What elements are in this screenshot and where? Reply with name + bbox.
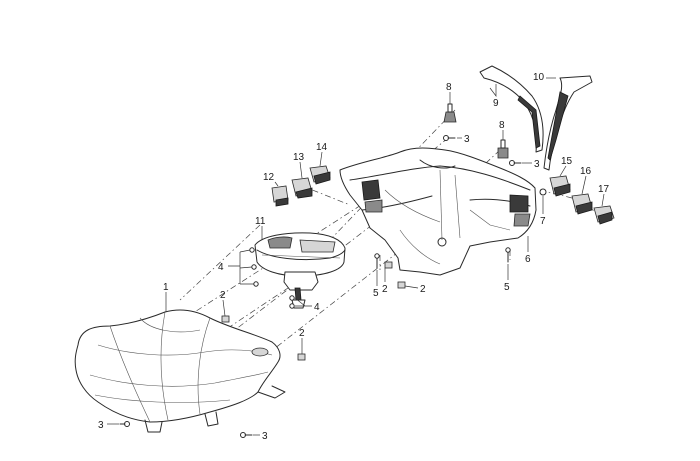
label-part-8a: 8: [446, 82, 452, 93]
label-part-3a: 3: [464, 134, 470, 145]
side-trim-right: [543, 75, 593, 171]
label-part-3d: 3: [262, 431, 268, 442]
label-part-4b: 4: [314, 302, 320, 313]
label-part-15: 15: [561, 156, 573, 167]
label-part-14: 14: [316, 142, 328, 153]
switch-12: [271, 185, 289, 207]
label-part-2a: 2: [220, 290, 226, 301]
rear-handlebar-housing: [339, 147, 537, 276]
label-part-2d: 2: [420, 284, 426, 295]
label-part-17: 17: [598, 184, 610, 195]
clip-8a: [443, 103, 457, 123]
side-trim-left: [479, 65, 544, 153]
clip-8b: [497, 139, 509, 159]
label-part-3c: 3: [98, 420, 104, 431]
label-part-10: 10: [533, 72, 545, 83]
label-part-5a: 5: [373, 288, 379, 299]
label-part-2b: 2: [299, 328, 305, 339]
fasteners: [119, 135, 547, 438]
label-part-6: 6: [525, 254, 531, 265]
switch-14: [309, 165, 331, 185]
label-part-2c: 2: [382, 284, 388, 295]
label-part-12: 12: [263, 172, 275, 183]
label-part-11: 11: [255, 216, 266, 227]
switch-17: [593, 205, 615, 225]
label-part-8b: 8: [499, 120, 505, 131]
switch-15: [549, 175, 571, 197]
label-part-3b: 3: [534, 159, 540, 170]
instrument-cluster: [254, 232, 346, 309]
label-part-1: 1: [163, 282, 169, 293]
label-part-7: 7: [540, 216, 546, 227]
switch-13: [291, 177, 313, 199]
switch-16: [571, 193, 593, 215]
label-part-9: 9: [493, 98, 499, 109]
front-handlebar-cover: [74, 309, 286, 433]
label-part-5b: 5: [504, 282, 510, 293]
label-part-16: 16: [580, 166, 592, 177]
label-part-4a: 4: [218, 262, 224, 273]
leader-lines: [107, 77, 605, 436]
callout-labels: 1 2 2 2 2 3 3 3 3 4 4 5 5 6 7 8 8 9 10 1…: [98, 72, 610, 442]
label-part-13: 13: [293, 152, 305, 163]
